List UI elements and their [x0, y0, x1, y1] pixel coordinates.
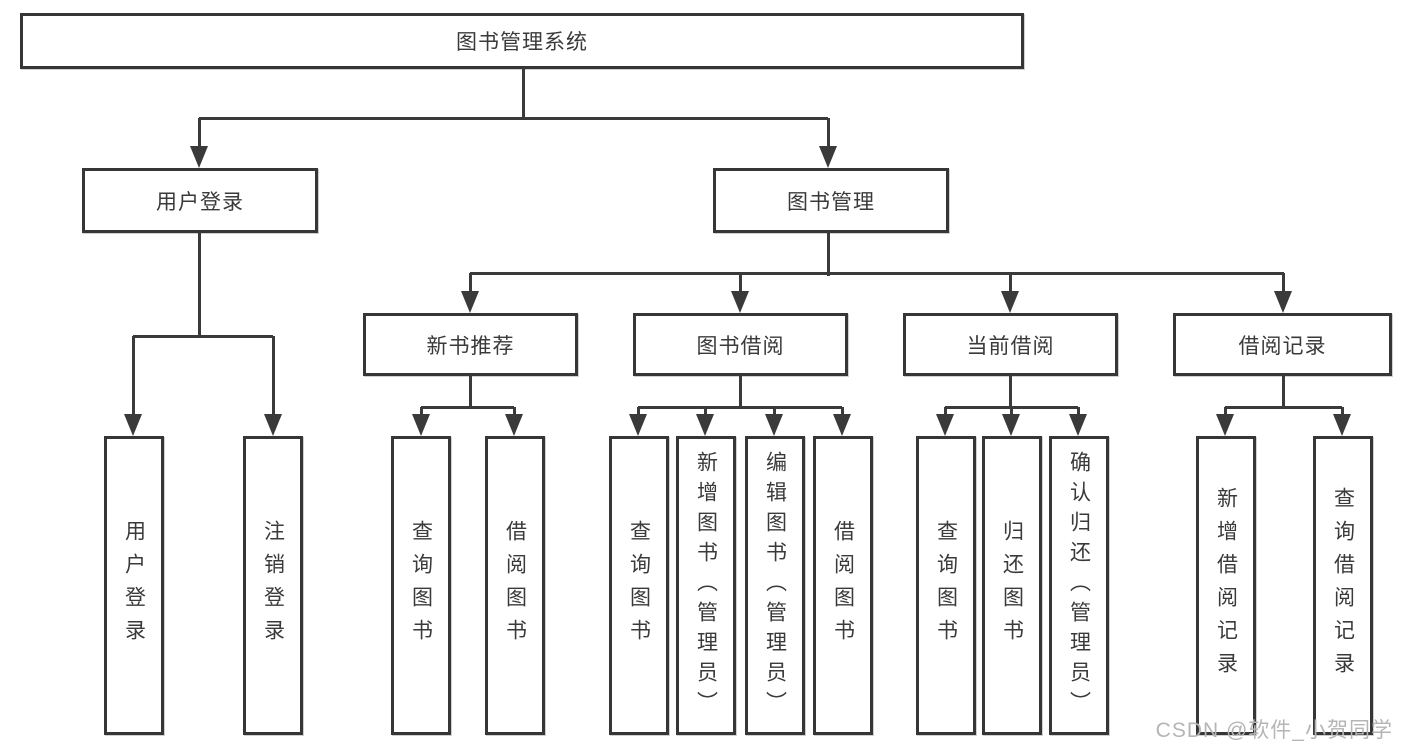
connector-vline: [636, 407, 640, 417]
node-library-management-system: 图书管理系统: [20, 13, 1024, 69]
leaf-confirm-return-admin: 确认归还（管理员）: [1049, 436, 1109, 735]
connector-vline: [943, 407, 947, 417]
node-book-management: 图书管理: [713, 168, 949, 233]
connector-vline: [1281, 375, 1285, 409]
arrow-down-icon: [629, 414, 647, 436]
connector-vline: [1008, 273, 1012, 293]
connector-vline: [1340, 407, 1344, 417]
node-new-book-recommendation: 新书推荐: [363, 313, 578, 376]
connector-vline: [826, 118, 830, 148]
leaf-edit-books-admin: 编辑图书（管理员）: [745, 436, 805, 735]
node-label: 借阅记录: [1238, 334, 1327, 358]
leaf-borrow-books-borrowing: 借阅图书: [813, 436, 873, 735]
connector-vline: [772, 407, 776, 417]
leaf-label: 新增图书（管理员）: [694, 450, 718, 721]
node-label: 当前借阅: [966, 334, 1055, 358]
leaf-borrow-books-recommend: 借阅图书: [485, 436, 545, 735]
arrow-down-icon: [696, 414, 714, 436]
connector-hline: [133, 334, 273, 338]
connector-vline: [512, 407, 516, 417]
watermark-text: CSDN @软件_小贺同学: [1155, 719, 1393, 742]
node-book-borrowing: 图书借阅: [633, 313, 848, 376]
leaf-user-login: 用户登录: [104, 436, 164, 735]
node-user-login: 用户登录: [82, 168, 318, 233]
arrow-down-icon: [412, 414, 430, 436]
leaf-label: 借阅图书: [503, 519, 527, 652]
node-label: 图书管理系统: [456, 31, 588, 54]
connector-vline: [826, 232, 830, 276]
connector-hline: [199, 116, 828, 120]
leaf-label: 编辑图书（管理员）: [763, 450, 787, 721]
leaf-label: 归还图书: [1000, 519, 1024, 652]
leaf-add-borrow-record: 新增借阅记录: [1196, 436, 1256, 735]
leaf-label: 查询图书: [409, 519, 433, 652]
leaf-add-books-admin: 新增图书（管理员）: [676, 436, 736, 735]
connector-hline: [470, 271, 1284, 275]
connector-vline: [197, 232, 201, 338]
leaf-logout: 注销登录: [243, 436, 303, 735]
arrow-down-icon: [1001, 291, 1019, 313]
leaf-query-books-borrowing: 查询图书: [609, 436, 669, 735]
connector-vline: [131, 336, 135, 416]
arrow-down-icon: [731, 291, 749, 313]
leaf-label: 查询图书: [934, 519, 958, 652]
leaf-label: 查询图书: [627, 519, 651, 652]
node-label: 图书管理: [787, 190, 875, 214]
connector-vline: [1223, 407, 1227, 417]
arrow-down-icon: [505, 414, 523, 436]
arrow-down-icon: [819, 146, 837, 168]
leaf-query-borrow-record: 查询借阅记录: [1313, 436, 1373, 735]
connector-vline: [738, 375, 742, 409]
leaf-label: 借阅图书: [831, 519, 855, 652]
connector-vline: [840, 407, 844, 417]
arrow-down-icon: [124, 414, 142, 436]
connector-vline: [1281, 273, 1285, 293]
leaf-query-books-current: 查询图书: [916, 436, 976, 735]
connector-vline: [1009, 407, 1013, 417]
leaf-label: 新增借阅记录: [1214, 486, 1238, 685]
leaf-label: 用户登录: [122, 519, 146, 652]
leaf-return-books: 归还图书: [982, 436, 1042, 735]
connector-vline: [271, 336, 275, 416]
node-current-borrowing: 当前借阅: [903, 313, 1118, 376]
leaf-label: 确认归还（管理员）: [1067, 450, 1091, 721]
arrow-down-icon: [936, 414, 954, 436]
arrow-down-icon: [833, 414, 851, 436]
connector-vline: [521, 68, 525, 120]
connector-hline: [1225, 405, 1342, 409]
arrow-down-icon: [1069, 414, 1087, 436]
leaf-query-books-recommend: 查询图书: [391, 436, 451, 735]
arrow-down-icon: [264, 414, 282, 436]
arrow-down-icon: [1274, 291, 1292, 313]
connector-vline: [468, 273, 472, 293]
node-label: 图书借阅: [696, 334, 785, 358]
connector-hline: [421, 405, 514, 409]
connector-vline: [1008, 375, 1012, 409]
arrow-down-icon: [190, 146, 208, 168]
connector-vline: [468, 375, 472, 409]
node-label: 新书推荐: [426, 334, 515, 358]
connector-vline: [197, 118, 201, 148]
connector-vline: [703, 407, 707, 417]
connector-hline: [638, 405, 842, 409]
connector-hline: [945, 405, 1078, 409]
node-borrowing-records: 借阅记录: [1173, 313, 1392, 376]
connector-vline: [419, 407, 423, 417]
arrow-down-icon: [1216, 414, 1234, 436]
node-label: 用户登录: [156, 190, 244, 214]
connector-vline: [1076, 407, 1080, 417]
arrow-down-icon: [765, 414, 783, 436]
arrow-down-icon: [1333, 414, 1351, 436]
connector-vline: [738, 273, 742, 293]
leaf-label: 注销登录: [261, 519, 285, 652]
arrow-down-icon: [461, 291, 479, 313]
arrow-down-icon: [1002, 414, 1020, 436]
leaf-label: 查询借阅记录: [1331, 486, 1355, 685]
